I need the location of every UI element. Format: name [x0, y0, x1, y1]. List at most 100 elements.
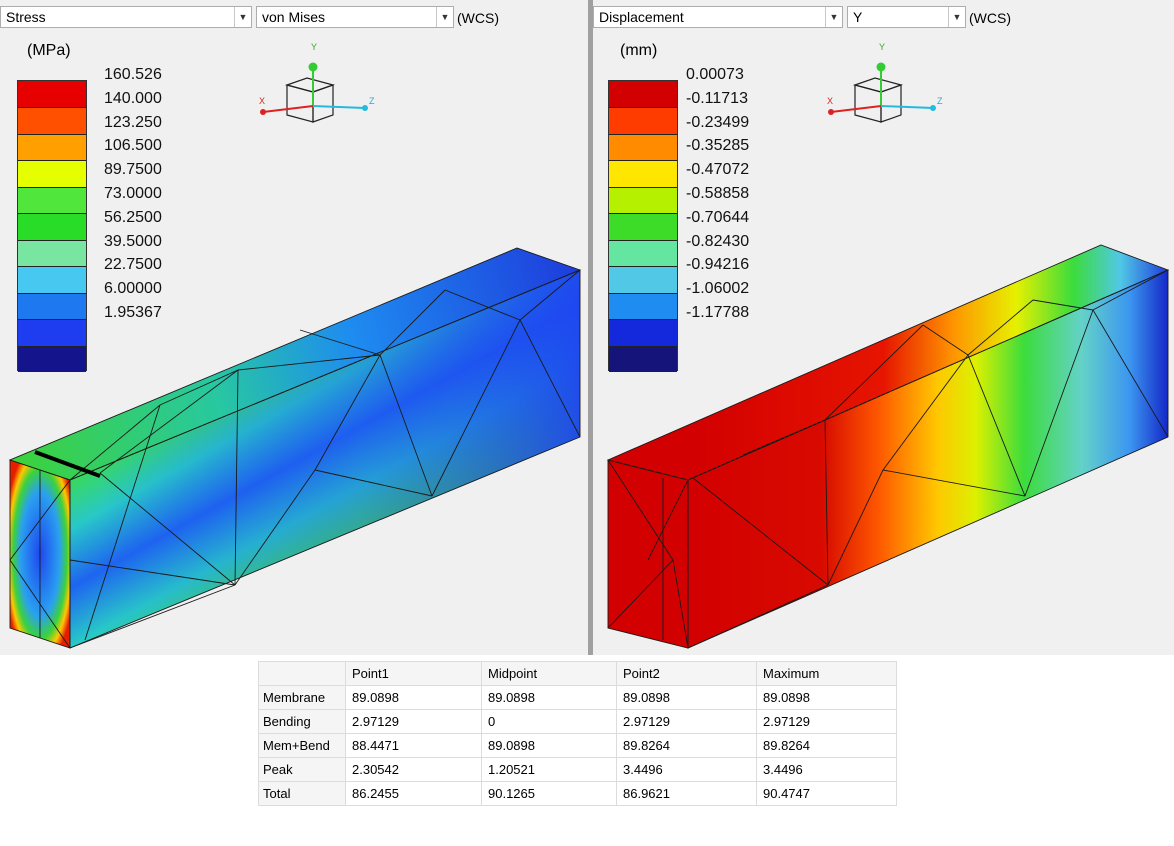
legend-color-band: [18, 160, 86, 187]
legend-separator: [609, 160, 677, 162]
legend-color-band: [609, 133, 677, 161]
legend-value: 160.526: [104, 66, 162, 83]
table-header-row: Point1 Midpoint Point2 Maximum: [258, 661, 897, 686]
table-cell[interactable]: 90.1265: [481, 781, 617, 806]
table-cell[interactable]: 89.8264: [616, 733, 757, 758]
table-cell[interactable]: 88.4471: [345, 733, 482, 758]
table-cell[interactable]: 89.0898: [481, 733, 617, 758]
legend-value: 1.95367: [104, 303, 162, 321]
component-dropdown[interactable]: Y ▼: [847, 6, 966, 28]
column-header[interactable]: Point1: [345, 661, 482, 686]
legend-separator: [18, 213, 86, 215]
legend-color-band: [609, 81, 677, 108]
legend-color-band: [609, 345, 677, 372]
viewport-splitter[interactable]: [588, 0, 593, 655]
legend-value: -0.47072: [686, 161, 750, 179]
legend-color-band: [18, 319, 86, 346]
row-header: Bending: [258, 709, 346, 734]
row-header: Mem+Bend: [258, 733, 346, 758]
legend-separator: [18, 186, 86, 188]
component-dropdown[interactable]: von Mises ▼: [256, 6, 454, 28]
table-cell[interactable]: 89.8264: [756, 733, 897, 758]
table-cell[interactable]: 86.9621: [616, 781, 757, 806]
row-header: Membrane: [258, 685, 346, 710]
table-cell[interactable]: 86.2455: [345, 781, 482, 806]
table-cell[interactable]: 89.0898: [481, 685, 617, 710]
legend-separator: [609, 239, 677, 241]
legend-unit: (mm): [620, 42, 658, 59]
table-cell[interactable]: 89.0898: [345, 685, 482, 710]
legend-value: -1.17788: [686, 303, 750, 321]
legend-separator: [18, 266, 86, 268]
legend-value: 140.000: [104, 89, 162, 107]
legend-value: 6.00000: [104, 280, 162, 298]
legend-separator: [609, 345, 677, 347]
legend-value: -0.94216: [686, 256, 750, 274]
axis-triad-icon: Y X Z: [827, 42, 943, 123]
legend-value: 106.500: [104, 137, 162, 155]
legend-color-band: [18, 107, 86, 134]
legend-color-band: [609, 213, 677, 240]
table-cell[interactable]: 2.97129: [756, 709, 897, 734]
table-cell[interactable]: 89.0898: [756, 685, 897, 710]
legend-value: 73.0000: [104, 184, 162, 202]
result-type-dropdown[interactable]: Displacement ▼: [593, 6, 843, 28]
chevron-down-icon[interactable]: ▼: [234, 7, 251, 27]
table-cell[interactable]: 90.4747: [756, 781, 897, 806]
legend-separator: [609, 107, 677, 109]
legend-value: -0.11713: [686, 89, 748, 107]
row-header: Peak: [258, 757, 346, 782]
legend-separator: [18, 133, 86, 135]
legend-color-band: [18, 213, 86, 240]
legend-value: 0.00073: [686, 66, 744, 83]
legend-value: -0.35285: [686, 137, 750, 155]
column-header[interactable]: Midpoint: [481, 661, 617, 686]
table-corner-cell: [258, 661, 346, 686]
component-value: von Mises: [262, 9, 326, 25]
table-cell[interactable]: 3.4496: [756, 757, 897, 782]
axis-y-label: Y: [879, 42, 885, 52]
legend-value: -1.06002: [686, 280, 750, 298]
legend-color-band: [18, 345, 86, 372]
chevron-down-icon[interactable]: ▼: [948, 7, 965, 27]
legend-separator: [609, 133, 677, 135]
legend-color-band: [609, 107, 677, 134]
stress-viewport[interactable]: Stress ▼ von Mises ▼ (WCS) (MPa) 160.526…: [0, 0, 588, 655]
chevron-down-icon[interactable]: ▼: [436, 7, 453, 27]
legend-value: -0.82430: [686, 232, 750, 250]
result-type-value: Stress: [6, 9, 46, 25]
displacement-model-view[interactable]: [593, 0, 1174, 655]
legend-color-band: [609, 266, 677, 293]
stress-model-view[interactable]: [0, 0, 588, 655]
coord-system-label: (WCS): [969, 10, 1011, 26]
axis-triad-icon: Y X Z: [259, 42, 375, 123]
table-cell[interactable]: 1.20521: [481, 757, 617, 782]
legend-color-band: [609, 239, 677, 267]
legend-value: 123.250: [104, 113, 162, 131]
legend-color-band: [609, 186, 677, 214]
chevron-down-icon[interactable]: ▼: [825, 7, 842, 27]
table-cell[interactable]: 89.0898: [616, 685, 757, 710]
result-type-dropdown[interactable]: Stress ▼: [0, 6, 252, 28]
table-cell[interactable]: 0: [481, 709, 617, 734]
legend-color-band: [18, 186, 86, 214]
displacement-viewport[interactable]: Displacement ▼ Y ▼ (WCS) (mm) 0.00073 -0.…: [593, 0, 1174, 655]
legend-separator: [18, 292, 86, 294]
column-header[interactable]: Point2: [616, 661, 757, 686]
result-type-value: Displacement: [599, 9, 684, 25]
table-cell[interactable]: 2.97129: [345, 709, 482, 734]
axis-z-label: Z: [937, 96, 943, 106]
legend-separator: [18, 107, 86, 109]
table-cell[interactable]: 2.97129: [616, 709, 757, 734]
component-value: Y: [853, 9, 863, 25]
column-header[interactable]: Maximum: [756, 661, 897, 686]
table-cell[interactable]: 2.30542: [345, 757, 482, 782]
table-cell[interactable]: 3.4496: [616, 757, 757, 782]
